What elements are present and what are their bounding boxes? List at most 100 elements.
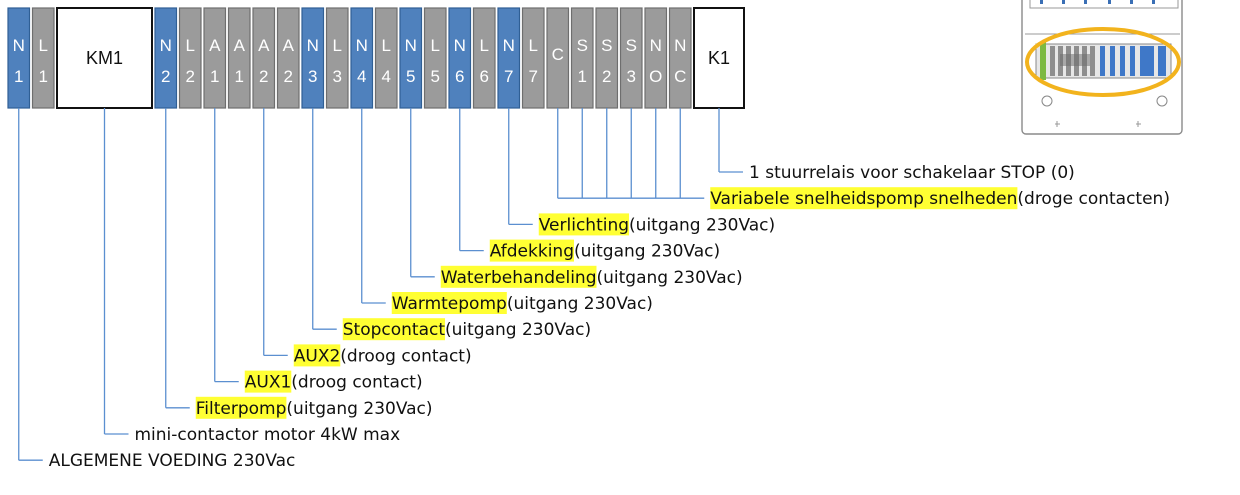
terminal-label: KM1 — [86, 48, 123, 68]
terminal-top-label: L — [480, 36, 489, 55]
terminal-block — [350, 7, 374, 109]
terminal-top-label: N — [13, 36, 25, 55]
terminal-top-label: N — [160, 36, 172, 55]
terminal-top-label: L — [39, 36, 48, 55]
terminal-strip: N1L1KM1N2L2A1A1A2A2N3L3N4L4N5L5N6L6N7L7C… — [7, 7, 745, 109]
label-description: 1 stuurrelais voor schakelaar STOP (0) — [749, 163, 1075, 183]
terminal-bottom-label: 1 — [578, 67, 587, 86]
terminal-6: A1 — [227, 7, 251, 109]
terminal-bottom-label: 1 — [235, 67, 244, 86]
terminal-23: NO — [644, 7, 668, 109]
terminal-block — [595, 7, 619, 109]
label-description: (droog contact) — [291, 373, 422, 393]
terminal-bottom-label: 2 — [259, 67, 268, 86]
label-highlight-text: Variabele snelheidspomp snelheden — [710, 189, 1017, 209]
label-item: 1 stuurrelais voor schakelaar STOP (0) — [749, 163, 1075, 183]
label-highlight-marker — [342, 318, 446, 341]
terminal-top-label: N — [307, 36, 319, 55]
terminal-top-label: C — [552, 45, 564, 64]
terminal-bottom-label: 4 — [357, 67, 366, 86]
terminal-bottom-label: 3 — [333, 67, 342, 86]
terminal-top-label: L — [529, 36, 538, 55]
label-highlight-marker — [244, 370, 292, 393]
terminal-top-label: S — [577, 36, 588, 55]
terminal-bottom-label: 5 — [431, 67, 440, 86]
terminal-bottom-label: 2 — [161, 67, 170, 86]
terminal-9: N3 — [301, 7, 325, 109]
terminal-top-label: A — [234, 36, 246, 55]
label-highlight-text: Warmtepomp — [392, 294, 507, 314]
terminal-block — [399, 7, 423, 109]
terminal-bottom-label: C — [674, 67, 686, 86]
label-item: AUX2 (droog contact) — [293, 344, 472, 367]
label-description: mini-contactor motor 4kW max — [135, 425, 401, 445]
terminal-top-label: A — [209, 36, 221, 55]
terminal-block — [56, 7, 153, 109]
label-item: Filterpomp(uitgang 230Vac) — [195, 396, 433, 419]
label-item: Warmtepomp(uitgang 230Vac) — [391, 292, 653, 314]
label-item: Variabele snelheidspomp snelheden(droge … — [710, 187, 1170, 210]
terminal-top-label: L — [333, 36, 342, 55]
terminal-block — [301, 7, 325, 109]
terminal-block — [668, 7, 692, 109]
terminal-top-label: A — [258, 36, 270, 55]
terminal-bottom-label: 1 — [210, 67, 219, 86]
label-item: ALGEMENE VOEDING 230Vac — [49, 451, 296, 471]
label-highlight-marker — [710, 187, 1018, 210]
terminal-block — [472, 7, 496, 109]
terminal-8: A2 — [276, 7, 300, 109]
label-highlight-text: Filterpomp — [196, 399, 287, 419]
terminal-block — [497, 7, 521, 109]
terminal-top-label: S — [601, 36, 612, 55]
terminal-block — [448, 7, 472, 109]
leader-lines — [18, 108, 743, 461]
terminal-bottom-label: 4 — [382, 67, 391, 86]
label-description: (uitgang 230Vac) — [596, 268, 742, 288]
terminal-bottom-label: 7 — [504, 67, 513, 86]
terminal-block — [521, 7, 545, 109]
terminal-top-label: L — [382, 36, 391, 55]
terminal-bottom-label: 6 — [480, 67, 489, 86]
terminal-block — [693, 7, 745, 109]
label-item: Stopcontact(uitgang 230Vac) — [342, 318, 591, 341]
label-description: (uitgang 230Vac) — [507, 294, 653, 314]
terminal-20: S1 — [570, 7, 594, 109]
terminal-7: A2 — [252, 7, 276, 109]
label-highlight-text: AUX2 — [294, 346, 341, 366]
terminal-bottom-label: 1 — [39, 67, 48, 86]
label-highlight-marker — [195, 396, 287, 419]
terminal-top-label: S — [626, 36, 637, 55]
terminal-top-label: N — [356, 36, 368, 55]
label-item: Waterbehandeling (uitgang 230Vac) — [440, 265, 743, 288]
label-item: AUX1 (droog contact) — [244, 370, 423, 393]
label-description: (droog contact) — [340, 346, 471, 366]
label-highlight-text: Waterbehandeling — [441, 268, 597, 288]
terminal-bottom-label: 2 — [602, 67, 611, 86]
terminal-block — [31, 7, 55, 109]
terminal-16: L6 — [472, 7, 496, 109]
terminal-top-label: L — [431, 36, 440, 55]
label-highlight-text: AUX1 — [245, 373, 292, 393]
terminal-25: K1 — [693, 7, 745, 109]
terminal-12: L4 — [374, 7, 398, 109]
terminal-bottom-label: 3 — [627, 67, 636, 86]
terminal-bottom-label: 7 — [529, 67, 538, 86]
label-description: (uitgang 230Vac) — [286, 399, 432, 419]
label-highlight-marker — [440, 265, 597, 288]
terminal-top-label: A — [283, 36, 295, 55]
terminal-bottom-label: 1 — [14, 67, 23, 86]
label-description: (uitgang 230Vac) — [445, 320, 591, 340]
label-highlight-text: Stopcontact — [343, 320, 446, 340]
terminal-block — [227, 7, 251, 109]
terminal-21: S2 — [595, 7, 619, 109]
terminal-block — [7, 7, 31, 109]
terminal-top-label: N — [650, 36, 662, 55]
label-description: (uitgang 230Vac) — [629, 215, 775, 235]
terminal-2: KM1 — [56, 7, 153, 109]
terminal-18: L7 — [521, 7, 545, 109]
label-highlight-marker — [538, 213, 630, 236]
terminal-top-label: N — [405, 36, 417, 55]
terminal-bottom-label: 3 — [308, 67, 317, 86]
terminal-5: A1 — [203, 7, 227, 109]
